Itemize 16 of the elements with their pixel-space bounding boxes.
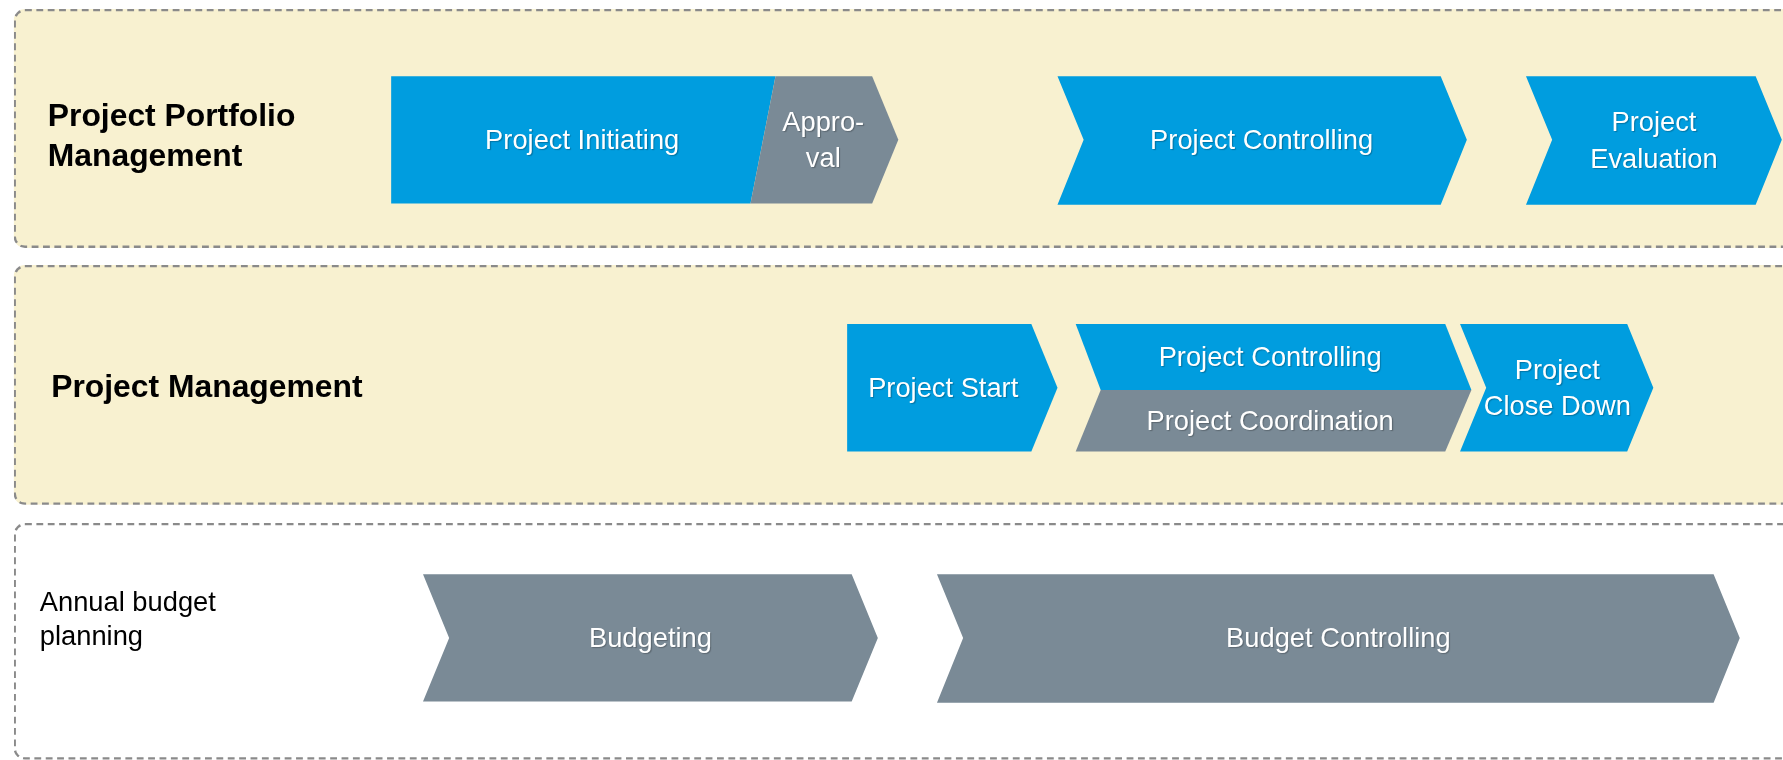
step-label: Project Initiating (485, 122, 680, 157)
step-label: Budgeting (588, 620, 712, 655)
step-label: Project Controlling (1150, 123, 1374, 157)
step-label: Project Start (868, 370, 1019, 405)
step-label: Project Close Down (1482, 352, 1632, 423)
swimlane-band (13, 523, 1783, 760)
swimlane-band (13, 9, 1783, 248)
step-label: Project Controlling (1158, 339, 1382, 374)
step-label: Project Coordination (1146, 403, 1394, 438)
lane-title: Annual budget planning (39, 584, 217, 653)
lane-title: Project Portfolio Management (47, 96, 297, 175)
swimlane-band (13, 264, 1783, 505)
lane-title: Project Management (51, 367, 364, 406)
step-label: Project Evaluation (1589, 104, 1719, 176)
step-label: Appro- val (781, 104, 866, 175)
step-label: Budget Controlling (1226, 621, 1451, 656)
